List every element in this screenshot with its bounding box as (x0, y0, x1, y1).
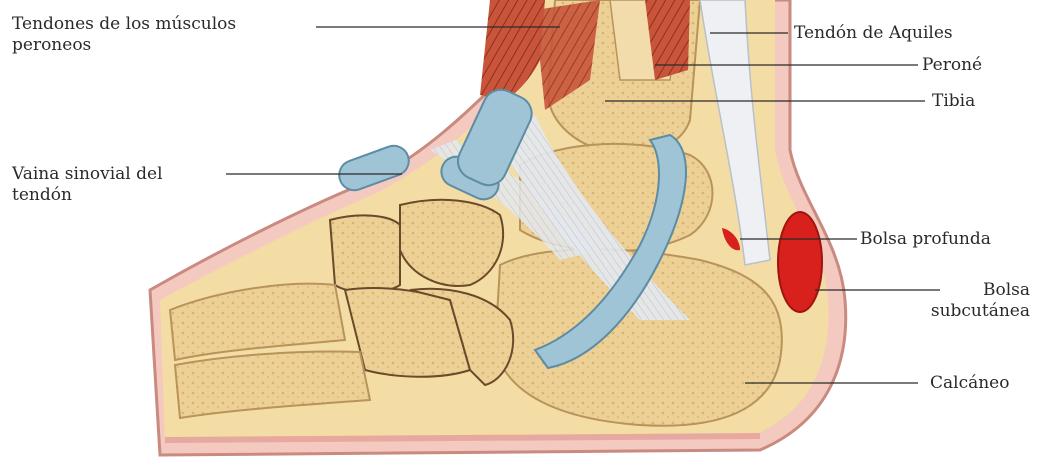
sole-skin (165, 436, 760, 440)
label-calcaneo: Calcáneo (930, 373, 1009, 394)
label-vaina-line-2: tendón (12, 185, 163, 206)
label-vaina-line-1: Vaina sinovial del (12, 164, 163, 185)
cuneiform-bone-1 (330, 215, 400, 292)
subcutaneous-bursa (778, 212, 822, 312)
label-bolsa-subcutanea: Bolsa subcutánea (912, 280, 1030, 322)
label-perone: Peroné (922, 55, 982, 76)
label-bolsa-subcutanea-line-1: Bolsa (912, 280, 1030, 301)
label-peroneos-line-2: peroneos (12, 35, 236, 56)
label-tibia: Tibia (932, 91, 975, 112)
label-aquiles: Tendón de Aquiles (794, 23, 953, 44)
label-peroneos-line-1: Tendones de los músculos (12, 14, 236, 35)
label-vaina: Vaina sinovial del tendón (12, 164, 163, 206)
label-bolsa-profunda: Bolsa profunda (860, 229, 991, 250)
label-bolsa-subcutanea-line-2: subcutánea (912, 301, 1030, 322)
label-peroneos: Tendones de los músculos peroneos (12, 14, 236, 56)
